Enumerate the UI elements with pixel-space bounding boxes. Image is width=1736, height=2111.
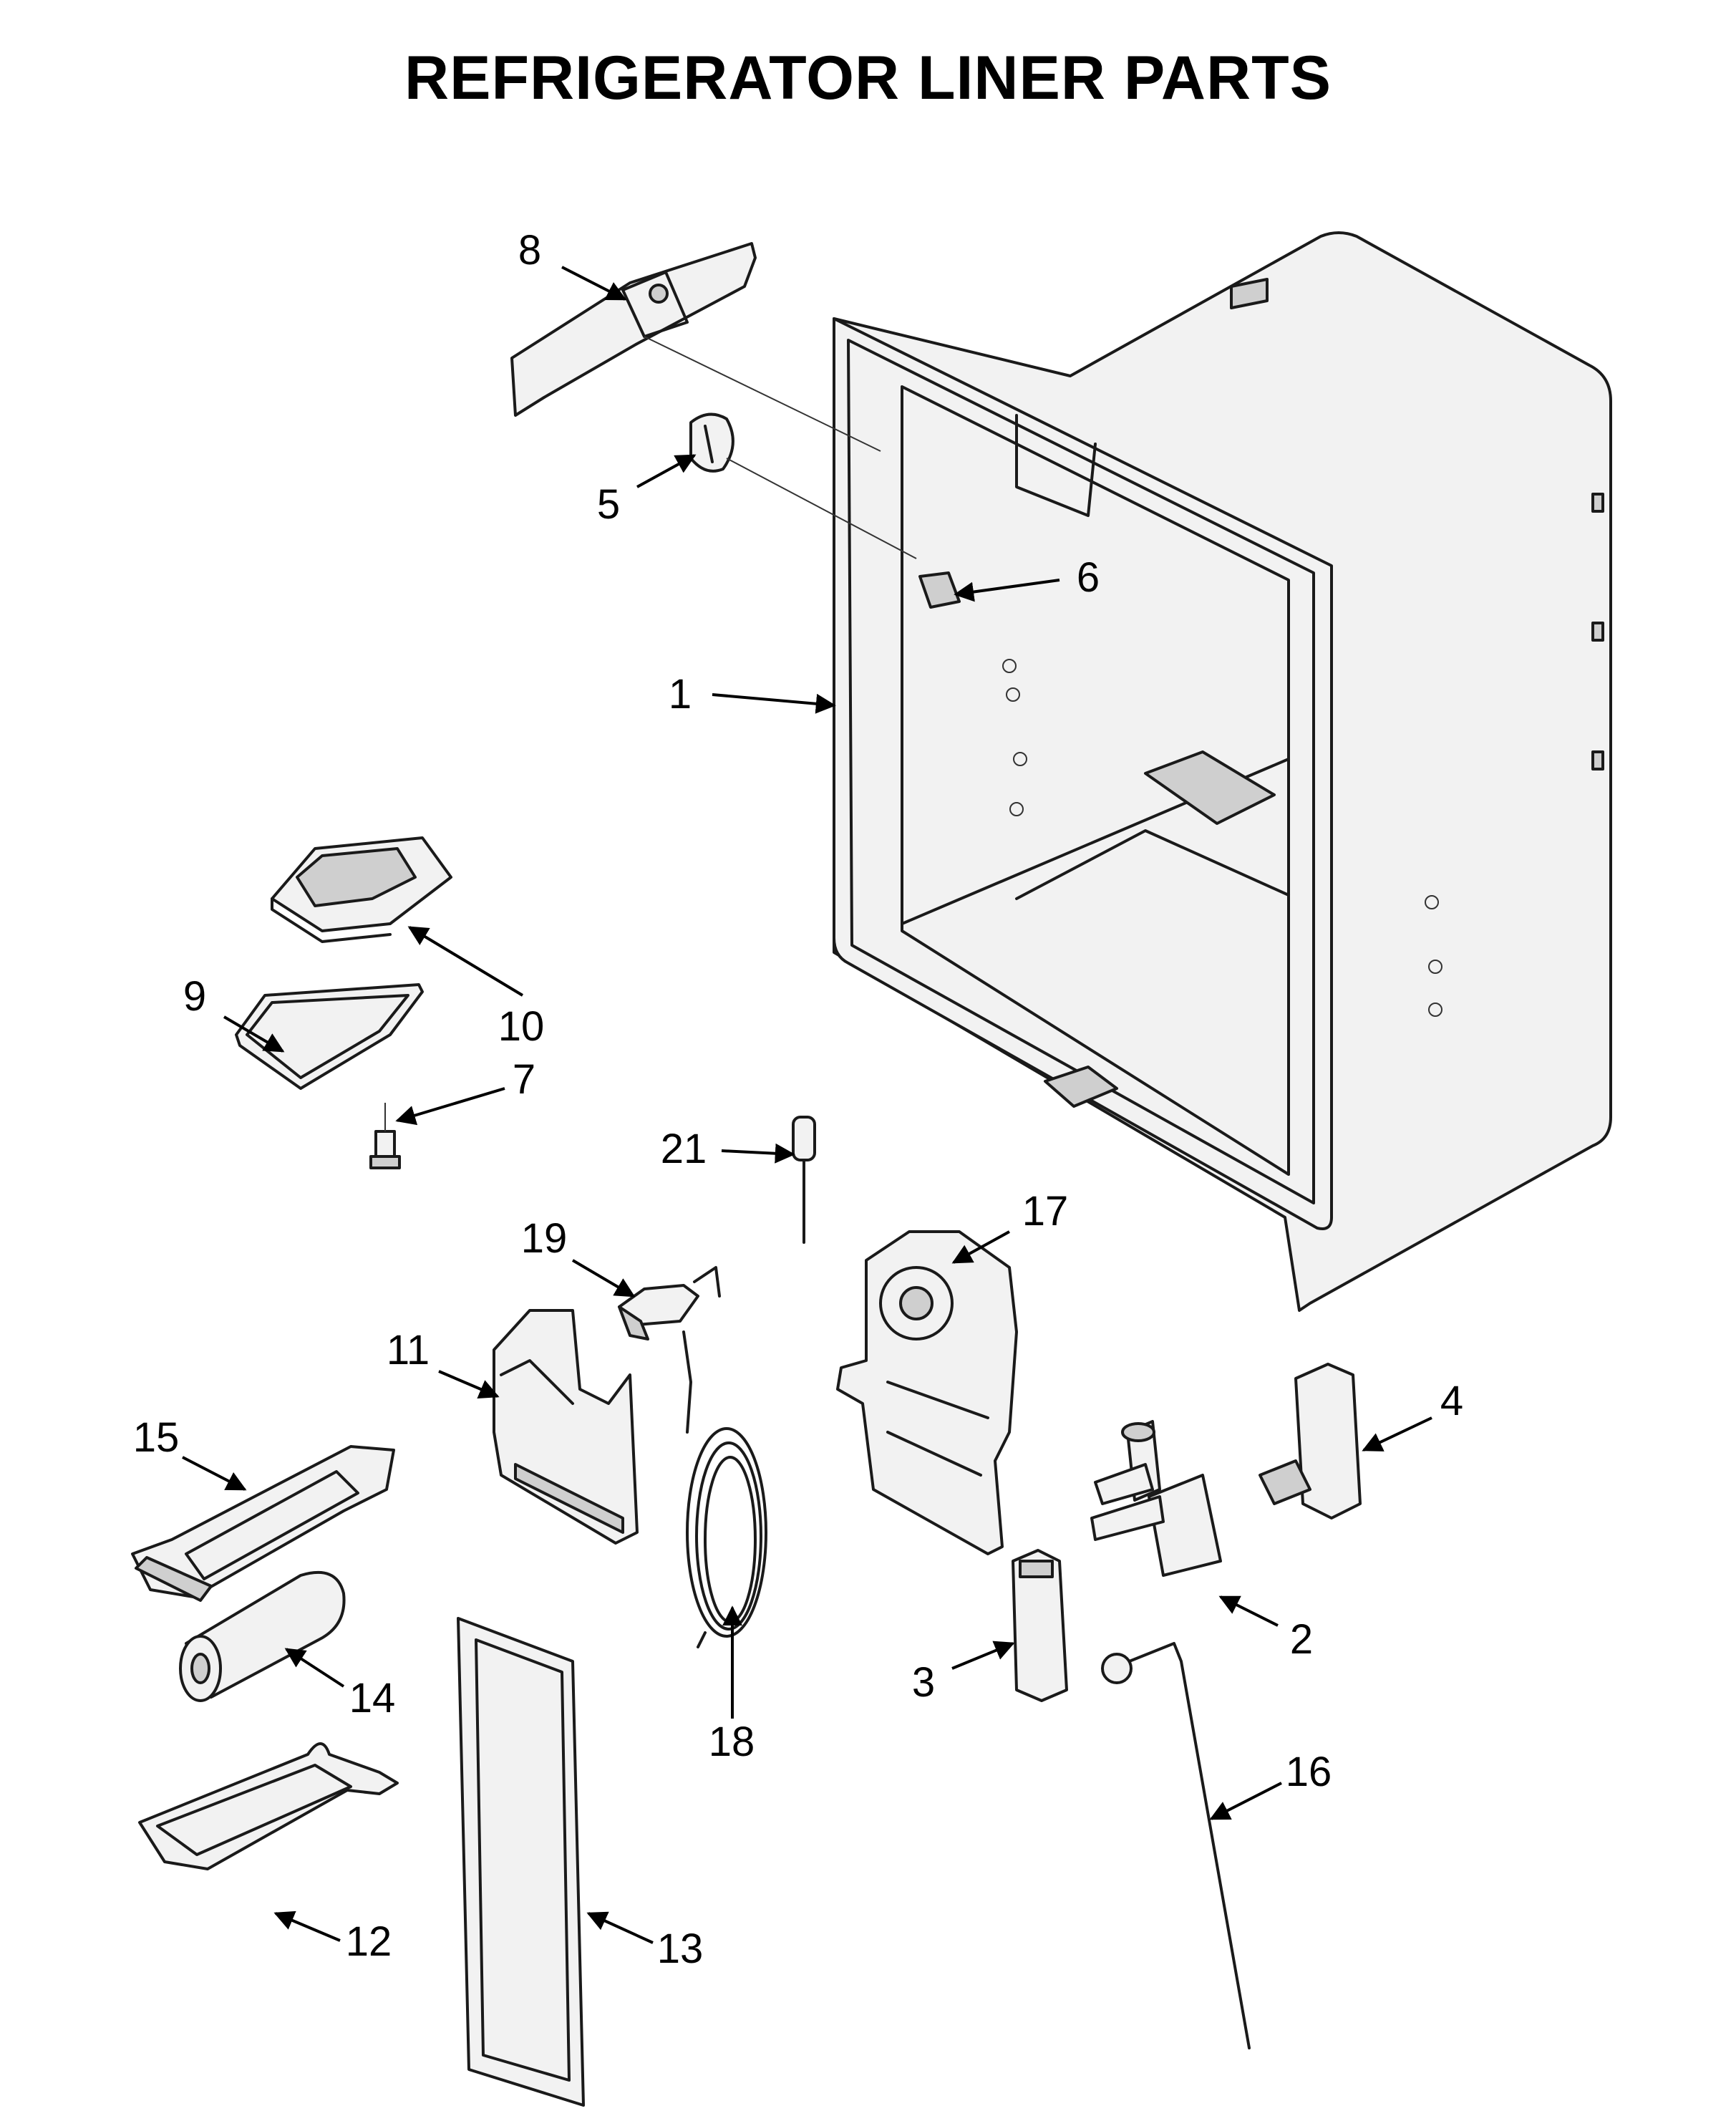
callout-8: 8 bbox=[518, 227, 542, 274]
part-12-filter-cover bbox=[138, 1742, 399, 1870]
leader-9 bbox=[223, 1015, 285, 1053]
part-11-housing bbox=[493, 1309, 639, 1545]
callout-4: 4 bbox=[1440, 1378, 1464, 1424]
callout-1: 1 bbox=[668, 671, 692, 718]
callout-10: 10 bbox=[498, 1003, 545, 1050]
leader-15 bbox=[182, 1456, 247, 1491]
part-21-thermistor bbox=[792, 1116, 816, 1244]
part-7-screw bbox=[369, 1103, 401, 1169]
part-1-liner bbox=[833, 231, 1612, 1312]
leader-4 bbox=[1362, 1416, 1432, 1451]
callout-2: 2 bbox=[1289, 1616, 1314, 1663]
part-13-panel bbox=[457, 1617, 585, 2107]
callout-7: 7 bbox=[512, 1056, 536, 1103]
part-3-bracket bbox=[1012, 1549, 1068, 1702]
callout-6: 6 bbox=[1076, 554, 1100, 601]
part-10-control-board bbox=[271, 836, 452, 943]
leader-12 bbox=[273, 1910, 341, 1942]
part-5-control-knob bbox=[689, 412, 917, 559]
page-title: REFRIGERATOR LINER PARTS bbox=[404, 44, 1332, 112]
callout-12: 12 bbox=[345, 1918, 392, 1965]
part-4-clip bbox=[1259, 1363, 1362, 1520]
part-17-bracket bbox=[836, 1230, 1018, 1555]
leader-6 bbox=[954, 579, 1060, 602]
callout-18: 18 bbox=[708, 1719, 755, 1765]
leader-arrows bbox=[182, 266, 1432, 1944]
callout-13: 13 bbox=[656, 1926, 704, 1972]
callout-15: 15 bbox=[132, 1414, 180, 1461]
leader-3 bbox=[951, 1641, 1015, 1670]
leader-16 bbox=[1209, 1782, 1282, 1820]
part-2-water-valve bbox=[1090, 1420, 1222, 1577]
leader-5 bbox=[636, 454, 697, 488]
leader-11 bbox=[438, 1370, 500, 1399]
leader-17 bbox=[951, 1230, 1010, 1264]
leader-21 bbox=[721, 1143, 795, 1164]
callout-14: 14 bbox=[349, 1675, 396, 1721]
part-14-water-filter bbox=[179, 1570, 346, 1702]
callout-19: 19 bbox=[520, 1215, 568, 1262]
part-8-duct-cover bbox=[510, 242, 881, 452]
leader-2 bbox=[1218, 1595, 1279, 1627]
leader-8 bbox=[561, 266, 627, 301]
leader-10 bbox=[407, 926, 524, 997]
part-18-wire-coil bbox=[686, 1427, 767, 1648]
callout-21: 21 bbox=[660, 1126, 707, 1172]
part-19-motor bbox=[618, 1266, 721, 1434]
callout-16: 16 bbox=[1285, 1749, 1332, 1795]
callout-11: 11 bbox=[386, 1327, 430, 1373]
leader-1 bbox=[712, 693, 836, 714]
leader-7 bbox=[395, 1087, 505, 1126]
part-16-water-tube bbox=[1101, 1642, 1251, 2049]
leader-14 bbox=[284, 1648, 345, 1688]
callout-17: 17 bbox=[1022, 1188, 1069, 1235]
callout-9: 9 bbox=[183, 973, 207, 1020]
part-9-cover bbox=[235, 983, 424, 1090]
part-15-tray-assembly bbox=[131, 1445, 395, 1602]
callout-5: 5 bbox=[596, 481, 621, 528]
callout-3: 3 bbox=[911, 1659, 936, 1706]
leader-13 bbox=[586, 1911, 654, 1944]
leader-19 bbox=[571, 1259, 636, 1298]
